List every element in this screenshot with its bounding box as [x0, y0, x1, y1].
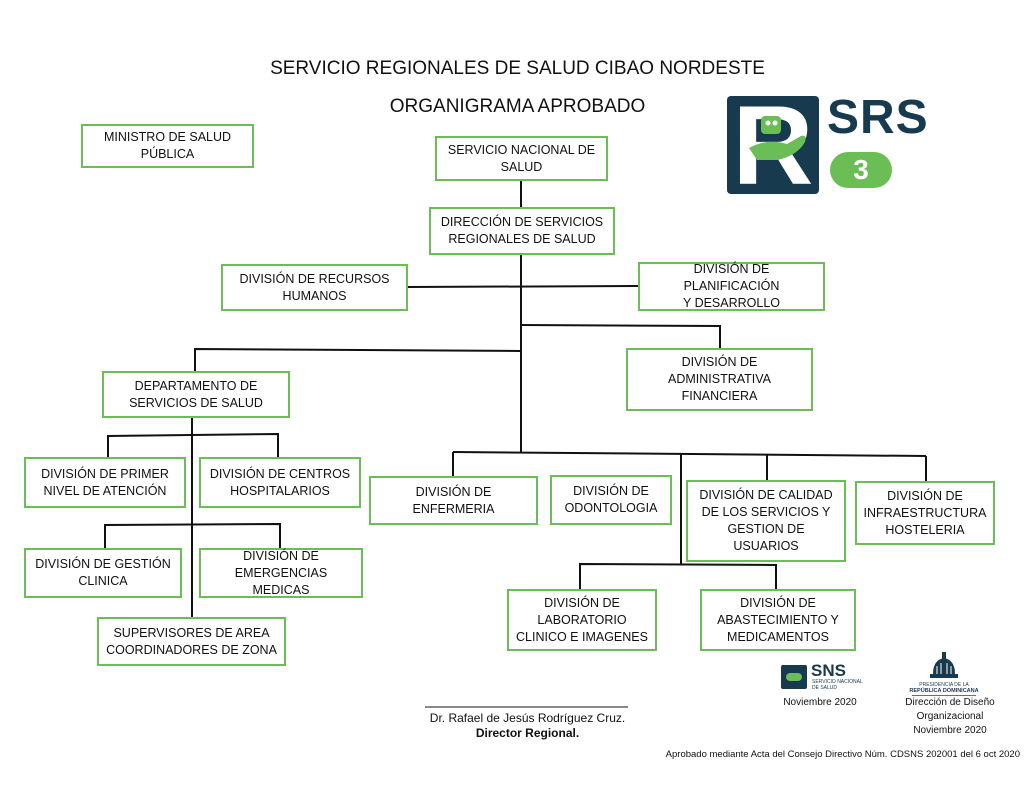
- presidencia-dome-icon: [930, 652, 958, 678]
- signature-role: Director Regional.: [475, 726, 580, 740]
- sns-flag-icon: [781, 665, 807, 689]
- srs-acronym: SRS: [827, 91, 929, 144]
- approval-note: Aprobado mediante Acta del Consejo Direc…: [665, 749, 1020, 760]
- presidencia-divider: [912, 695, 976, 696]
- presidencia-line1: PRESIDENCIA DE LA: [919, 682, 969, 688]
- signature-name: Dr. Rafael de Jesús Rodríguez Cruz.: [429, 711, 626, 725]
- srs-number: 3: [853, 154, 869, 185]
- presidencia-date: Noviembre 2020: [913, 725, 987, 736]
- page-subtitle: ORGANIGRAMA APROBADO: [389, 96, 646, 117]
- srs-r-hand-icon: R: [727, 83, 819, 208]
- node-enfermeria: DIVISIÓN DE ENFERMERIA: [369, 476, 538, 525]
- sns-date: Noviembre 2020: [783, 697, 857, 708]
- sns-acronym: SNS: [811, 661, 846, 680]
- sns-logo: SNS SERVICIO NACIONAL DE SALUD: [781, 661, 871, 692]
- presidencia-dept1: Dirección de Diseño: [905, 697, 995, 708]
- srs-number-badge: 3: [830, 152, 892, 188]
- presidencia-dept2: Organizacional: [916, 711, 984, 722]
- srs3-logo: R SRS 3: [727, 83, 947, 208]
- page-title: SERVICIO REGIONALES DE SALUD CIBAO NORDE…: [270, 58, 765, 79]
- presidencia-line2: REPÚBLICA DOMINICANA: [909, 688, 979, 694]
